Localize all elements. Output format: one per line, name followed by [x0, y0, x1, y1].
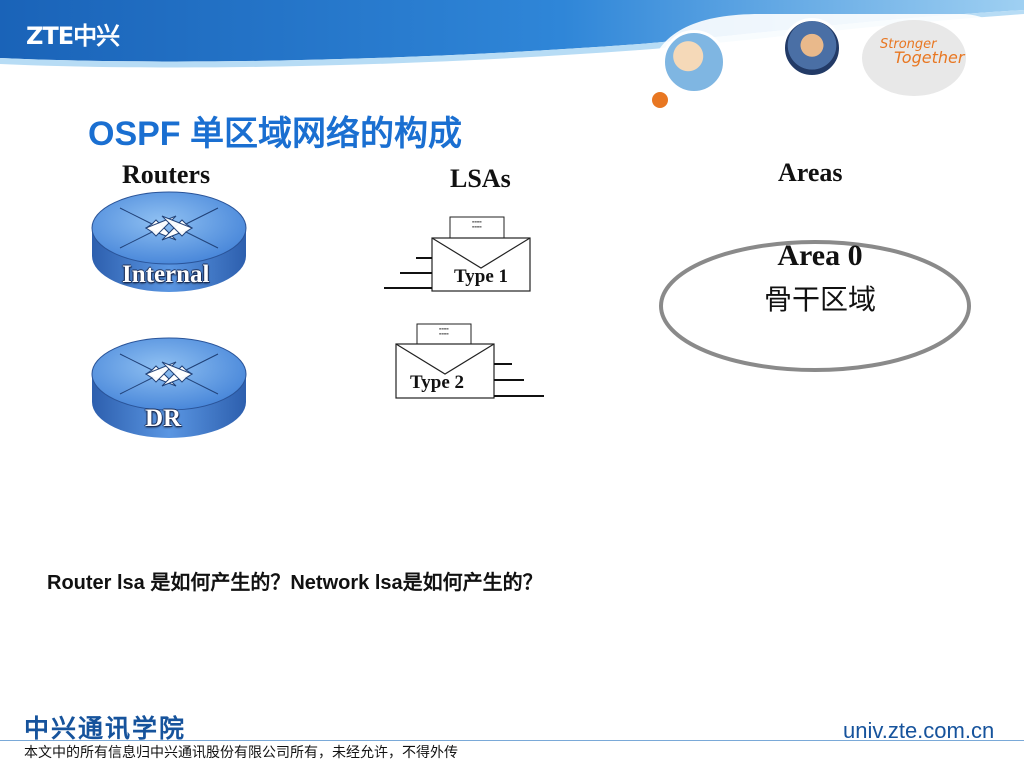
footer-org-name: 中兴通讯学院: [24, 714, 187, 743]
areas-heading: Areas: [778, 158, 843, 187]
area-ellipse-icon: [659, 240, 971, 372]
area-subtitle: 骨干区域: [763, 283, 876, 316]
footer-copyright: 本文中的所有信息归中兴通讯股份有限公司所有，未经允许，不得外传: [24, 745, 458, 761]
header-photo-2: [782, 18, 842, 78]
slide-title: OSPF 单区域网络的构成: [88, 115, 463, 153]
orange-dot-icon: [652, 92, 668, 108]
slogan: Stronger Together: [880, 37, 965, 67]
lsa-envelope-note: ≡≡≡≡≡≡≡≡: [439, 326, 449, 336]
area-name: Area 0: [777, 239, 863, 272]
routers-heading: Routers: [122, 160, 211, 189]
lsa-envelope-icon: [395, 323, 544, 399]
question-text: Router lsa 是如何产生的？Network lsa是如何产生的？: [47, 572, 543, 594]
lsa-type-2-label: Type 2: [410, 372, 465, 393]
router-label-dr: DR: [145, 405, 182, 432]
header-photo-1: [662, 30, 726, 94]
lsa-type-1-label: Type 1: [454, 266, 509, 287]
slogan-line2: Together: [894, 48, 965, 67]
router-label-internal: Internal: [122, 261, 210, 288]
lsas-heading: LSAs: [450, 164, 511, 193]
footer-url[interactable]: univ.zte.com.cn: [843, 718, 995, 743]
zte-logo: ZTE中兴: [26, 22, 120, 50]
lsa-envelope-icon: [384, 216, 531, 292]
slogan-line1: Stronger: [880, 37, 937, 52]
slogan-badge: [862, 20, 966, 96]
lsa-envelope-note: ≡≡≡≡≡≡≡≡: [472, 219, 482, 229]
footer-divider: [0, 740, 1024, 741]
router-icon: [91, 337, 247, 438]
router-icon: [91, 191, 247, 292]
